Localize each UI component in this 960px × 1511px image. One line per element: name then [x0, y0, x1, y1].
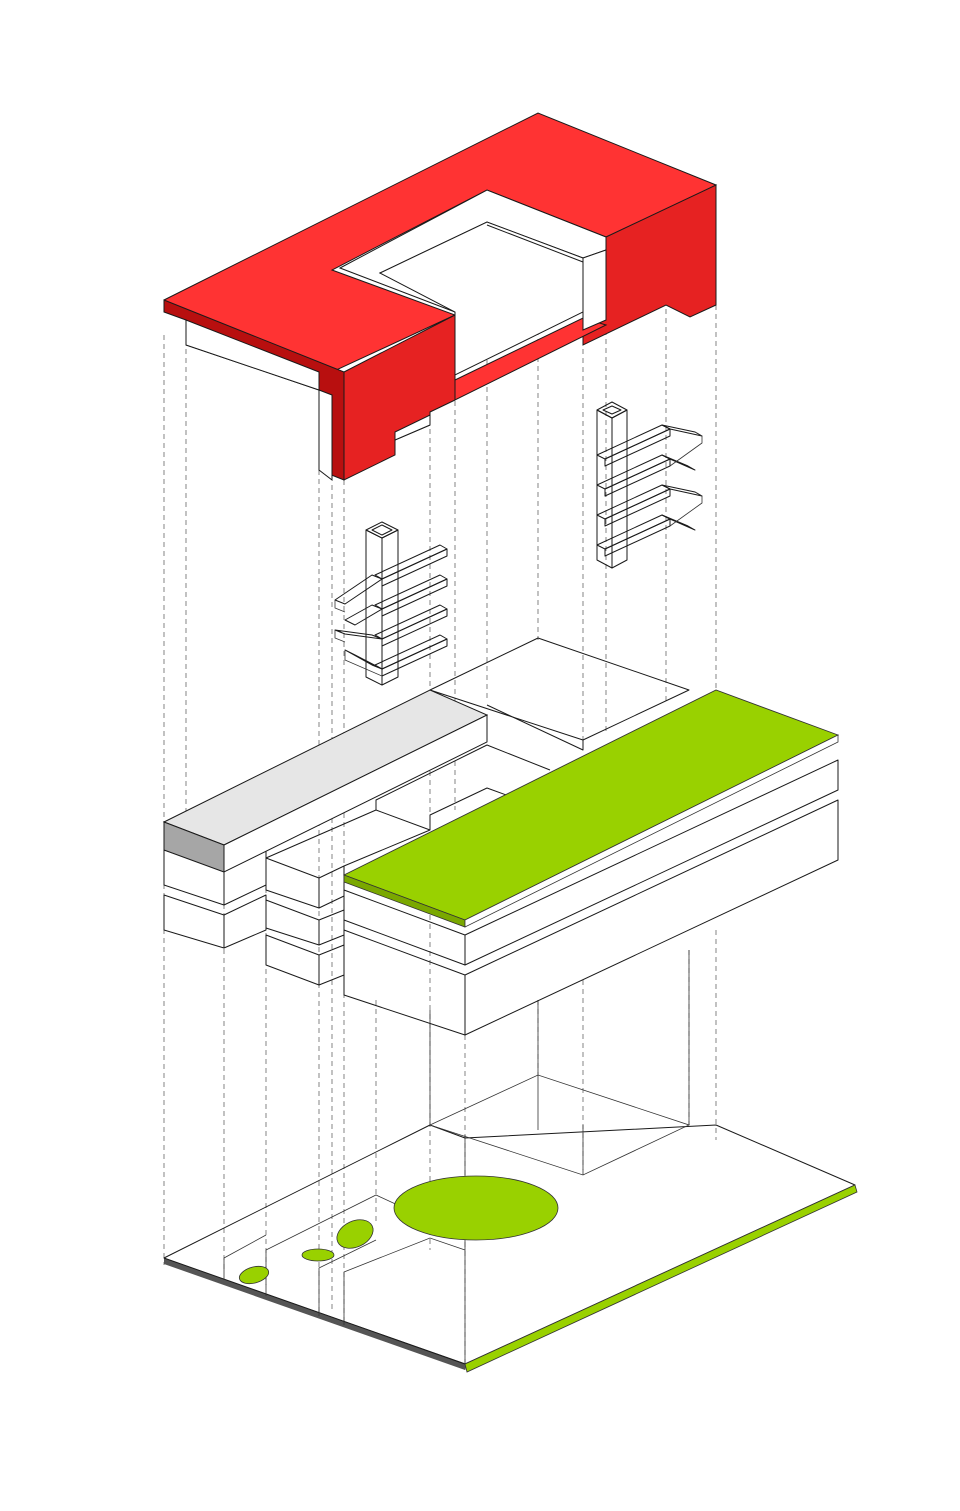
ground-plane: [163, 1074, 858, 1373]
central-tray: [265, 809, 431, 867]
right-slab-mid-side: [464, 759, 839, 966]
stair-flights-right: [596, 424, 703, 557]
stair-flights-left: [334, 544, 448, 677]
ground-block-outline: [429, 1074, 691, 1176]
lower-block: [429, 950, 690, 1125]
green-ellipse-medium: [336, 1219, 374, 1249]
grey-block-side: [223, 714, 488, 873]
mid-slab-1: [265, 857, 320, 909]
floor-slabs: [162, 637, 840, 1036]
rear-volume-top: [429, 637, 690, 741]
stair-core-right: [596, 401, 703, 569]
stair-core-left: [334, 521, 448, 686]
green-strip: [464, 1184, 858, 1373]
roof: [163, 112, 718, 482]
green-deck-side: [464, 734, 839, 928]
green-ellipse-small: [301, 1248, 335, 1262]
right-slab-lower-front: [343, 929, 466, 1036]
ground-surface: [163, 1124, 856, 1365]
ground-slab-edge: [164, 1258, 467, 1370]
green-ellipse-tiny: [238, 1265, 270, 1285]
ground-division-lines: [223, 1234, 267, 1280]
green-ellipse-large: [393, 1175, 559, 1241]
left-slab-2: [163, 894, 225, 949]
right-slab-lower-side: [464, 799, 839, 1036]
